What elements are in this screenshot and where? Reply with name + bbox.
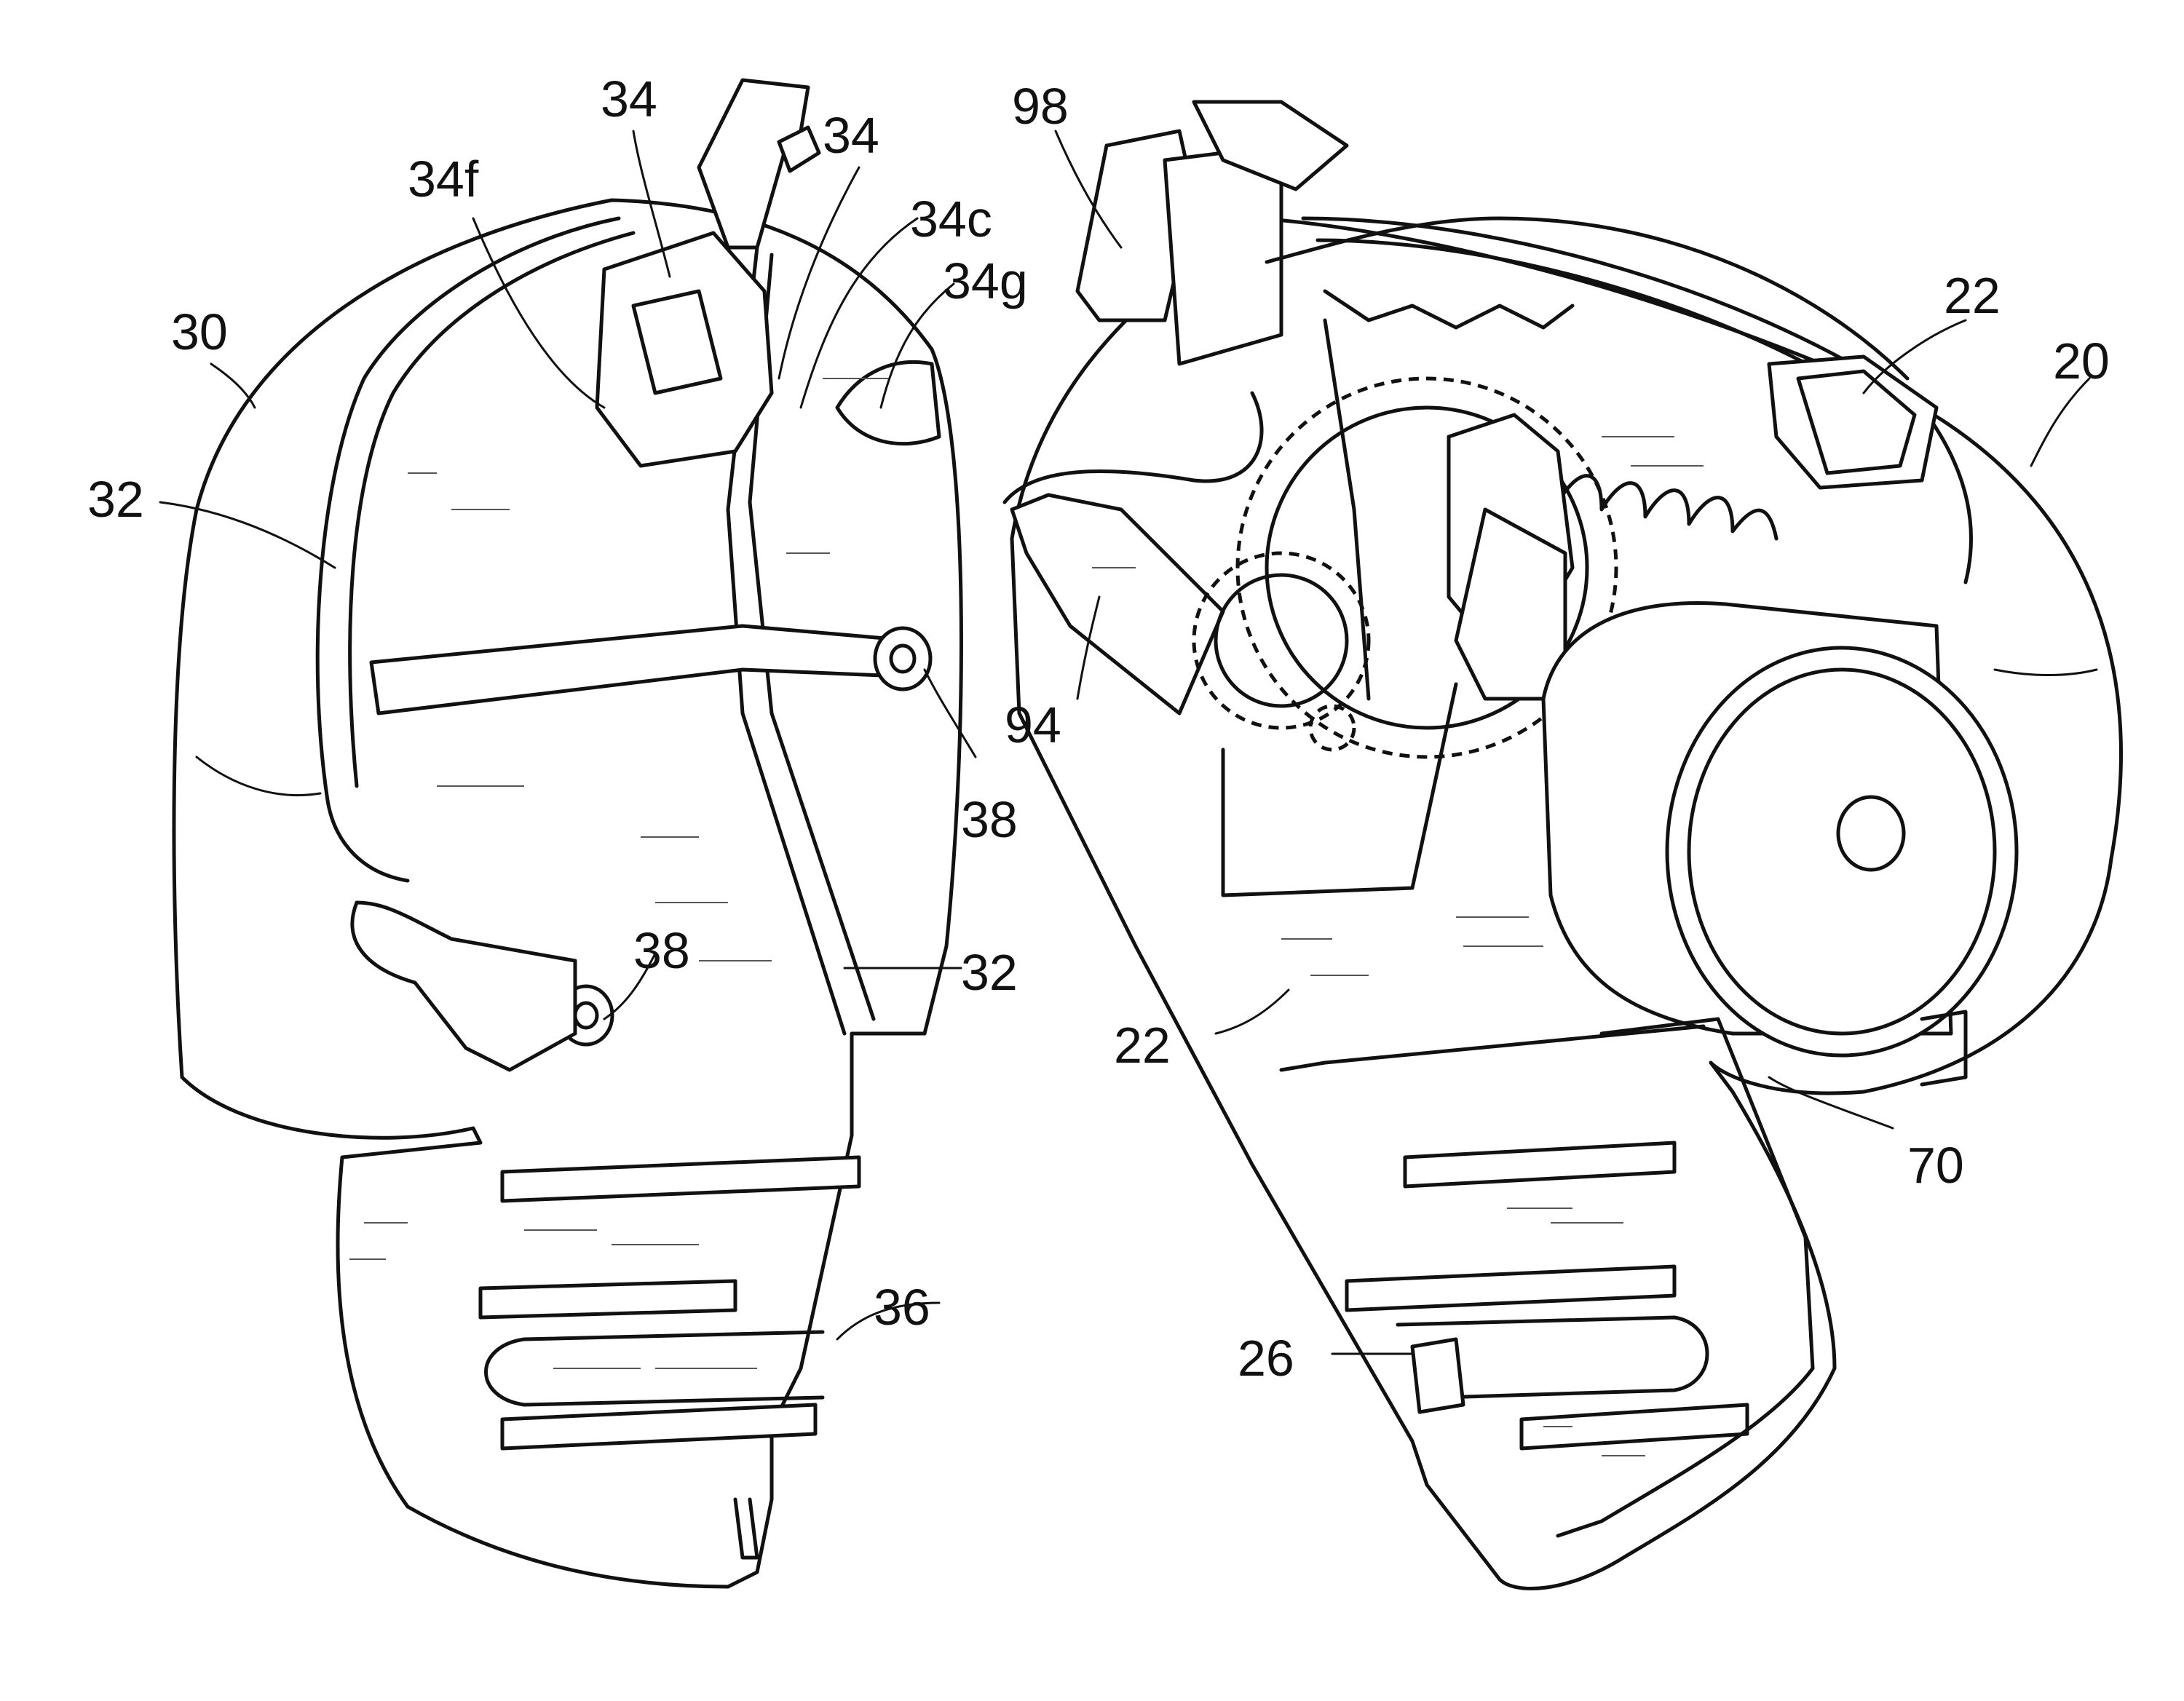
label-32-left: 32 xyxy=(87,471,144,528)
right-base-u-channel xyxy=(1396,1315,1709,1400)
left-cross-bar xyxy=(369,624,919,715)
reference-labels: 30 32 34f 34 34 34c 34g 38 38 32 36 98 2… xyxy=(87,71,2110,1387)
right-clip-slot xyxy=(1796,369,1917,475)
right-motor-shaft-hole xyxy=(1836,795,1906,872)
leader-lines xyxy=(159,130,2091,1355)
right-motor-block xyxy=(1454,507,1567,701)
right-frame-wall xyxy=(1221,682,1458,897)
left-base-rib-3 xyxy=(500,1403,818,1451)
right-frame-wall-2 xyxy=(1279,1024,1706,1072)
right-base-end xyxy=(1556,1017,1815,1538)
right-housing xyxy=(1002,100,2123,1590)
label-36: 36 xyxy=(874,1279,930,1336)
leader-30 xyxy=(210,362,256,409)
left-contour-hint xyxy=(195,756,322,796)
leader-38-upper xyxy=(923,668,977,758)
left-top-tab xyxy=(777,125,821,173)
right-connector-98-cap xyxy=(1192,100,1349,191)
label-94: 94 xyxy=(1005,697,1061,753)
label-34-a: 34 xyxy=(601,71,657,127)
label-34c: 34c xyxy=(910,191,992,247)
right-clip xyxy=(1767,354,1939,490)
label-38-upper: 38 xyxy=(961,791,1018,848)
left-inner-rim-2 xyxy=(348,231,636,788)
label-34g: 34g xyxy=(943,253,1028,309)
label-34-b: 34 xyxy=(823,107,879,164)
right-gear-large xyxy=(1235,376,1618,759)
left-base-u-channel xyxy=(484,1330,825,1407)
right-spring xyxy=(1556,474,1779,541)
left-outer-shell xyxy=(172,198,963,1589)
right-gear-medium xyxy=(1192,551,1371,730)
right-gear-large-inner xyxy=(1265,405,1589,730)
left-mechanism-34g xyxy=(835,360,941,446)
right-base-rib-3 xyxy=(1519,1403,1749,1451)
label-98: 98 xyxy=(1012,78,1069,135)
left-mechanism-34-slot xyxy=(631,289,723,395)
leader-34c xyxy=(799,217,919,409)
leader-34a xyxy=(632,130,671,278)
right-base-rib-2 xyxy=(1345,1264,1677,1312)
label-20: 20 xyxy=(2053,333,2110,389)
label-34f: 34f xyxy=(408,151,479,207)
leader-38-lower xyxy=(603,952,657,1020)
right-rack-edge xyxy=(1323,318,1371,701)
right-gear-small xyxy=(1308,704,1356,752)
label-32-right: 32 xyxy=(961,944,1018,1001)
right-rack xyxy=(1323,289,1575,330)
leader-34g xyxy=(879,282,955,409)
left-base-slot xyxy=(733,1497,759,1560)
leader-34f xyxy=(472,217,606,409)
right-wire-2 xyxy=(1002,391,1264,504)
right-motor-notch xyxy=(1920,1010,1968,1087)
left-lower-hook xyxy=(350,900,577,1072)
left-inner-rim xyxy=(315,216,621,883)
left-boss-upper xyxy=(873,626,933,691)
leader-34b xyxy=(778,166,860,380)
label-26: 26 xyxy=(1238,1330,1294,1387)
leader-22-upper xyxy=(1862,319,1967,394)
leader-94 xyxy=(1076,595,1101,700)
left-base-rib-2 xyxy=(478,1279,737,1320)
label-30: 30 xyxy=(171,304,228,360)
right-inner-rim xyxy=(1301,216,1973,584)
right-bar-94 xyxy=(1010,493,1225,715)
left-hatching xyxy=(349,378,888,1369)
left-housing xyxy=(172,78,963,1589)
right-motor-can-face-rim xyxy=(1687,667,1997,1036)
left-base-rib-1 xyxy=(500,1155,861,1203)
right-wire-1 xyxy=(1265,216,1910,381)
left-mechanism-34 xyxy=(595,231,774,468)
leader-22-lower xyxy=(1214,988,1290,1035)
label-38-lower: 38 xyxy=(633,922,690,979)
right-tab-26 xyxy=(1410,1337,1465,1414)
leader-36 xyxy=(836,1301,941,1341)
leader-32-left xyxy=(159,501,336,569)
leader-98 xyxy=(1054,130,1123,249)
label-22-lower: 22 xyxy=(1114,1017,1171,1074)
right-base-rib-1 xyxy=(1403,1141,1677,1189)
right-gear-medium-inner xyxy=(1214,573,1349,708)
label-22-upper: 22 xyxy=(1944,267,2001,324)
right-hatching xyxy=(1092,436,1704,1456)
leader-70 xyxy=(1768,1076,1894,1130)
right-contour-hint xyxy=(1993,668,2098,676)
left-boss-upper-hole xyxy=(889,643,917,674)
label-70: 70 xyxy=(1907,1137,1964,1194)
leader-20 xyxy=(2030,377,2091,467)
